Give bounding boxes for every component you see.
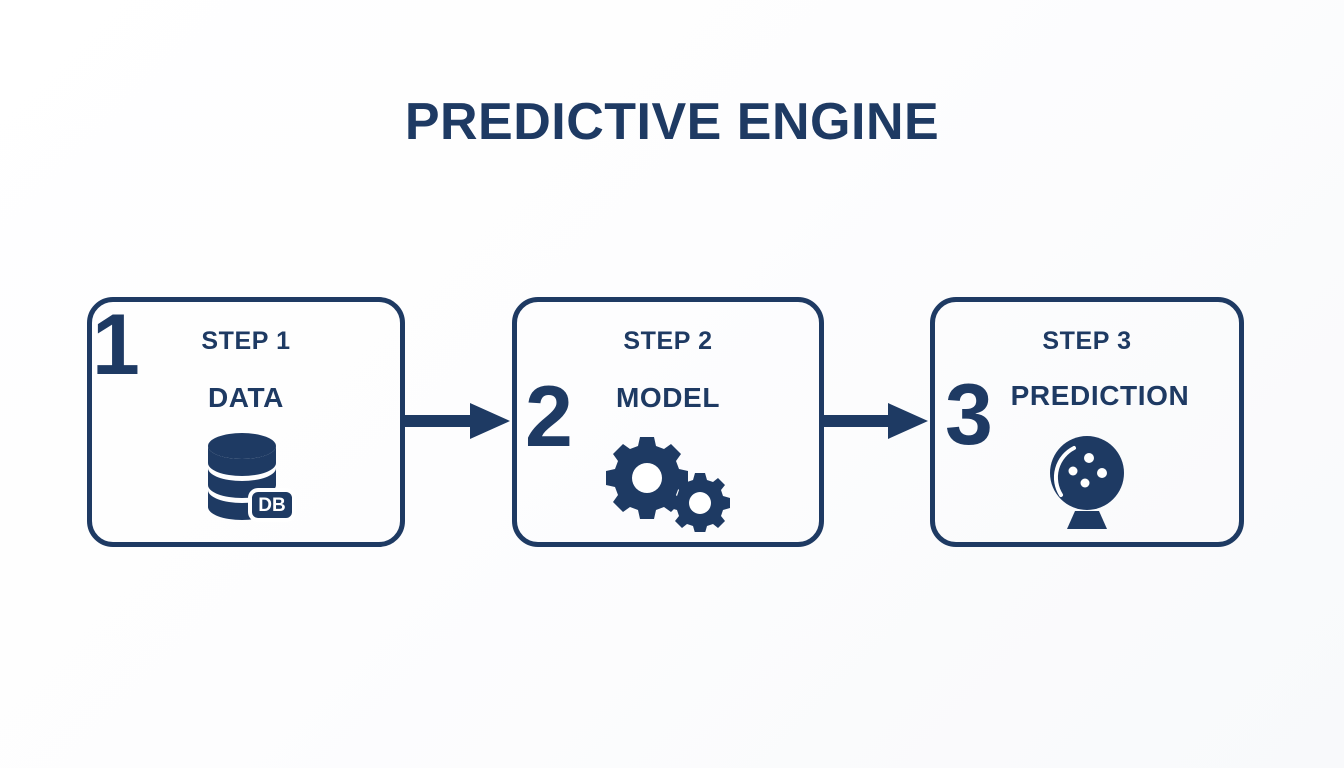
step-number-1: 1 [92,297,140,393]
step-card-3[interactable]: 3 STEP 3 PREDICTION [930,297,1244,547]
arrow-right-icon-2 [822,403,928,439]
step-title-3: PREDICTION [1010,380,1190,411]
step-title-2: MODEL [615,382,721,413]
step-number-3: 3 [945,367,993,463]
step-icon-wrap-2 [517,434,819,534]
step-label-3: STEP 3 [1042,327,1132,355]
step-card-2[interactable]: 2 STEP 2 MODEL [512,297,824,547]
step-icon-wrap-1: DB [92,430,400,530]
step-number-2: 2 [525,369,573,465]
page-title: PREDICTIVE ENGINE [404,93,940,151]
database-icon: DB [208,433,296,522]
step-label-2: STEP 2 [623,327,713,355]
arrow-right-icon-1 [404,403,510,439]
gears-icon [606,437,730,532]
crystal-ball-icon [1050,436,1124,529]
step-title-1: DATA [207,382,284,413]
step-label-1: STEP 1 [201,327,291,355]
database-badge-label: DB [258,495,285,516]
step-icon-wrap-3 [935,432,1239,532]
step-card-1[interactable]: 1 STEP 1 DATA DB [87,297,405,547]
